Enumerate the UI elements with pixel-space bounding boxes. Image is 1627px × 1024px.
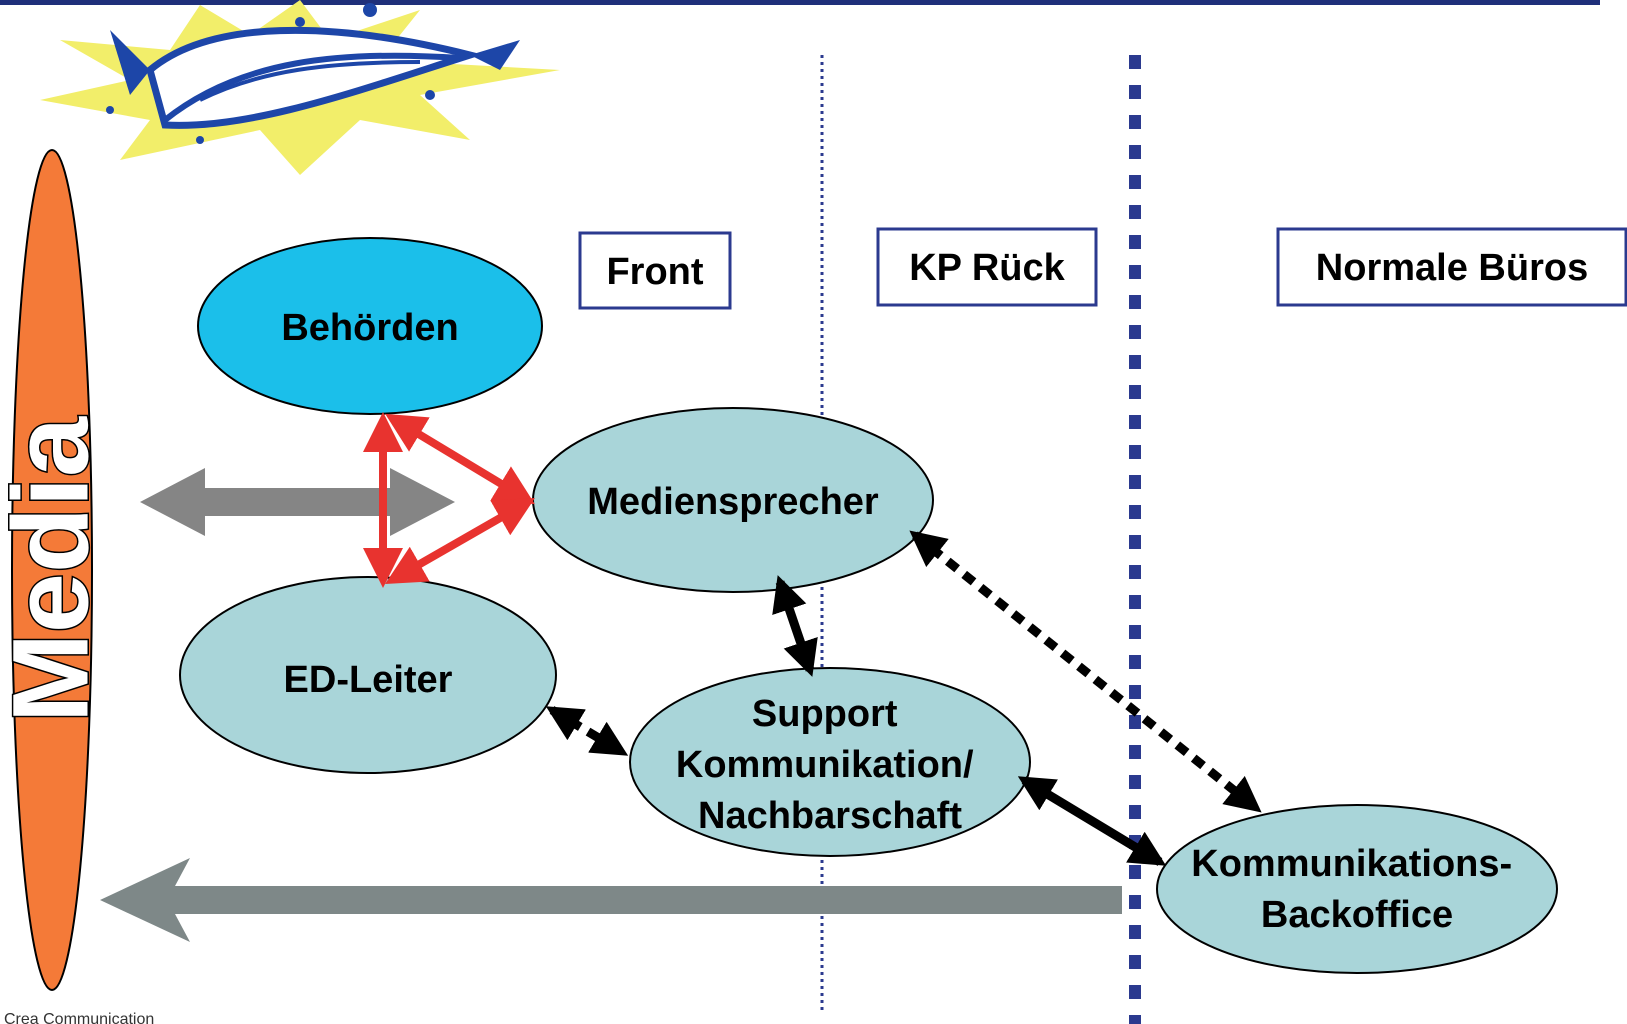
node-ed-leiter: ED-Leiter bbox=[179, 576, 557, 774]
node-mediensprecher-label: Mediensprecher bbox=[587, 481, 879, 523]
node-support-line-3: Nachbarschaft bbox=[698, 795, 962, 837]
arrow-mediensprecher-support bbox=[772, 575, 818, 677]
node-mediensprecher: Mediensprecher bbox=[532, 407, 934, 593]
dashed-arrow-ed-leiter-support bbox=[545, 706, 629, 756]
node-ed-leiter-line: ED-Leiter bbox=[284, 659, 453, 701]
node-backoffice: Kommunikations- Backoffice bbox=[1156, 804, 1558, 974]
fish-clipart-icon bbox=[40, 0, 560, 175]
header-normale-bueros: Normale Büros bbox=[1276, 227, 1627, 307]
node-ed-leiter-label: ED-Leiter bbox=[284, 659, 453, 701]
arrow-support-backoffice bbox=[1017, 776, 1167, 866]
top-rule bbox=[0, 0, 1600, 5]
node-support: Support Kommunikation/ Nachbarschaft bbox=[629, 667, 1031, 857]
node-behoerden-label: Behörden bbox=[281, 307, 458, 349]
header-front: Front bbox=[578, 231, 732, 310]
header-front-label: Front bbox=[606, 251, 703, 293]
red-arrow-behoerden-mediensprecher bbox=[385, 413, 535, 505]
header-kp-rueck-label: KP Rück bbox=[909, 247, 1065, 289]
header-kp-rueck: KP Rück bbox=[876, 227, 1098, 307]
node-backoffice-line-2: Backoffice bbox=[1261, 894, 1453, 936]
media-ellipse bbox=[11, 149, 93, 991]
node-behoerden-line: Behörden bbox=[281, 307, 458, 349]
media-double-arrow bbox=[140, 468, 455, 536]
node-backoffice-line-1: Kommunikations- bbox=[1191, 843, 1512, 885]
media-label: Media bbox=[0, 416, 111, 723]
node-support-line-2: Kommunikation/ bbox=[676, 744, 974, 786]
node-backoffice-label: Kommunikations- Backoffice bbox=[1191, 843, 1522, 936]
node-behoerden: Behörden bbox=[197, 237, 543, 415]
node-mediensprecher-line: Mediensprecher bbox=[587, 481, 879, 523]
red-arrow-triangle bbox=[363, 412, 535, 588]
header-normale-bueros-label: Normale Büros bbox=[1316, 247, 1588, 289]
footer-credit: Crea Communication bbox=[4, 1011, 154, 1024]
dashed-arrow-mediensprecher-backoffice bbox=[909, 530, 1262, 813]
node-support-line-1: Support bbox=[752, 693, 898, 735]
media-return-arrow bbox=[100, 858, 1122, 942]
red-arrow-ed-leiter-mediensprecher bbox=[385, 498, 535, 584]
